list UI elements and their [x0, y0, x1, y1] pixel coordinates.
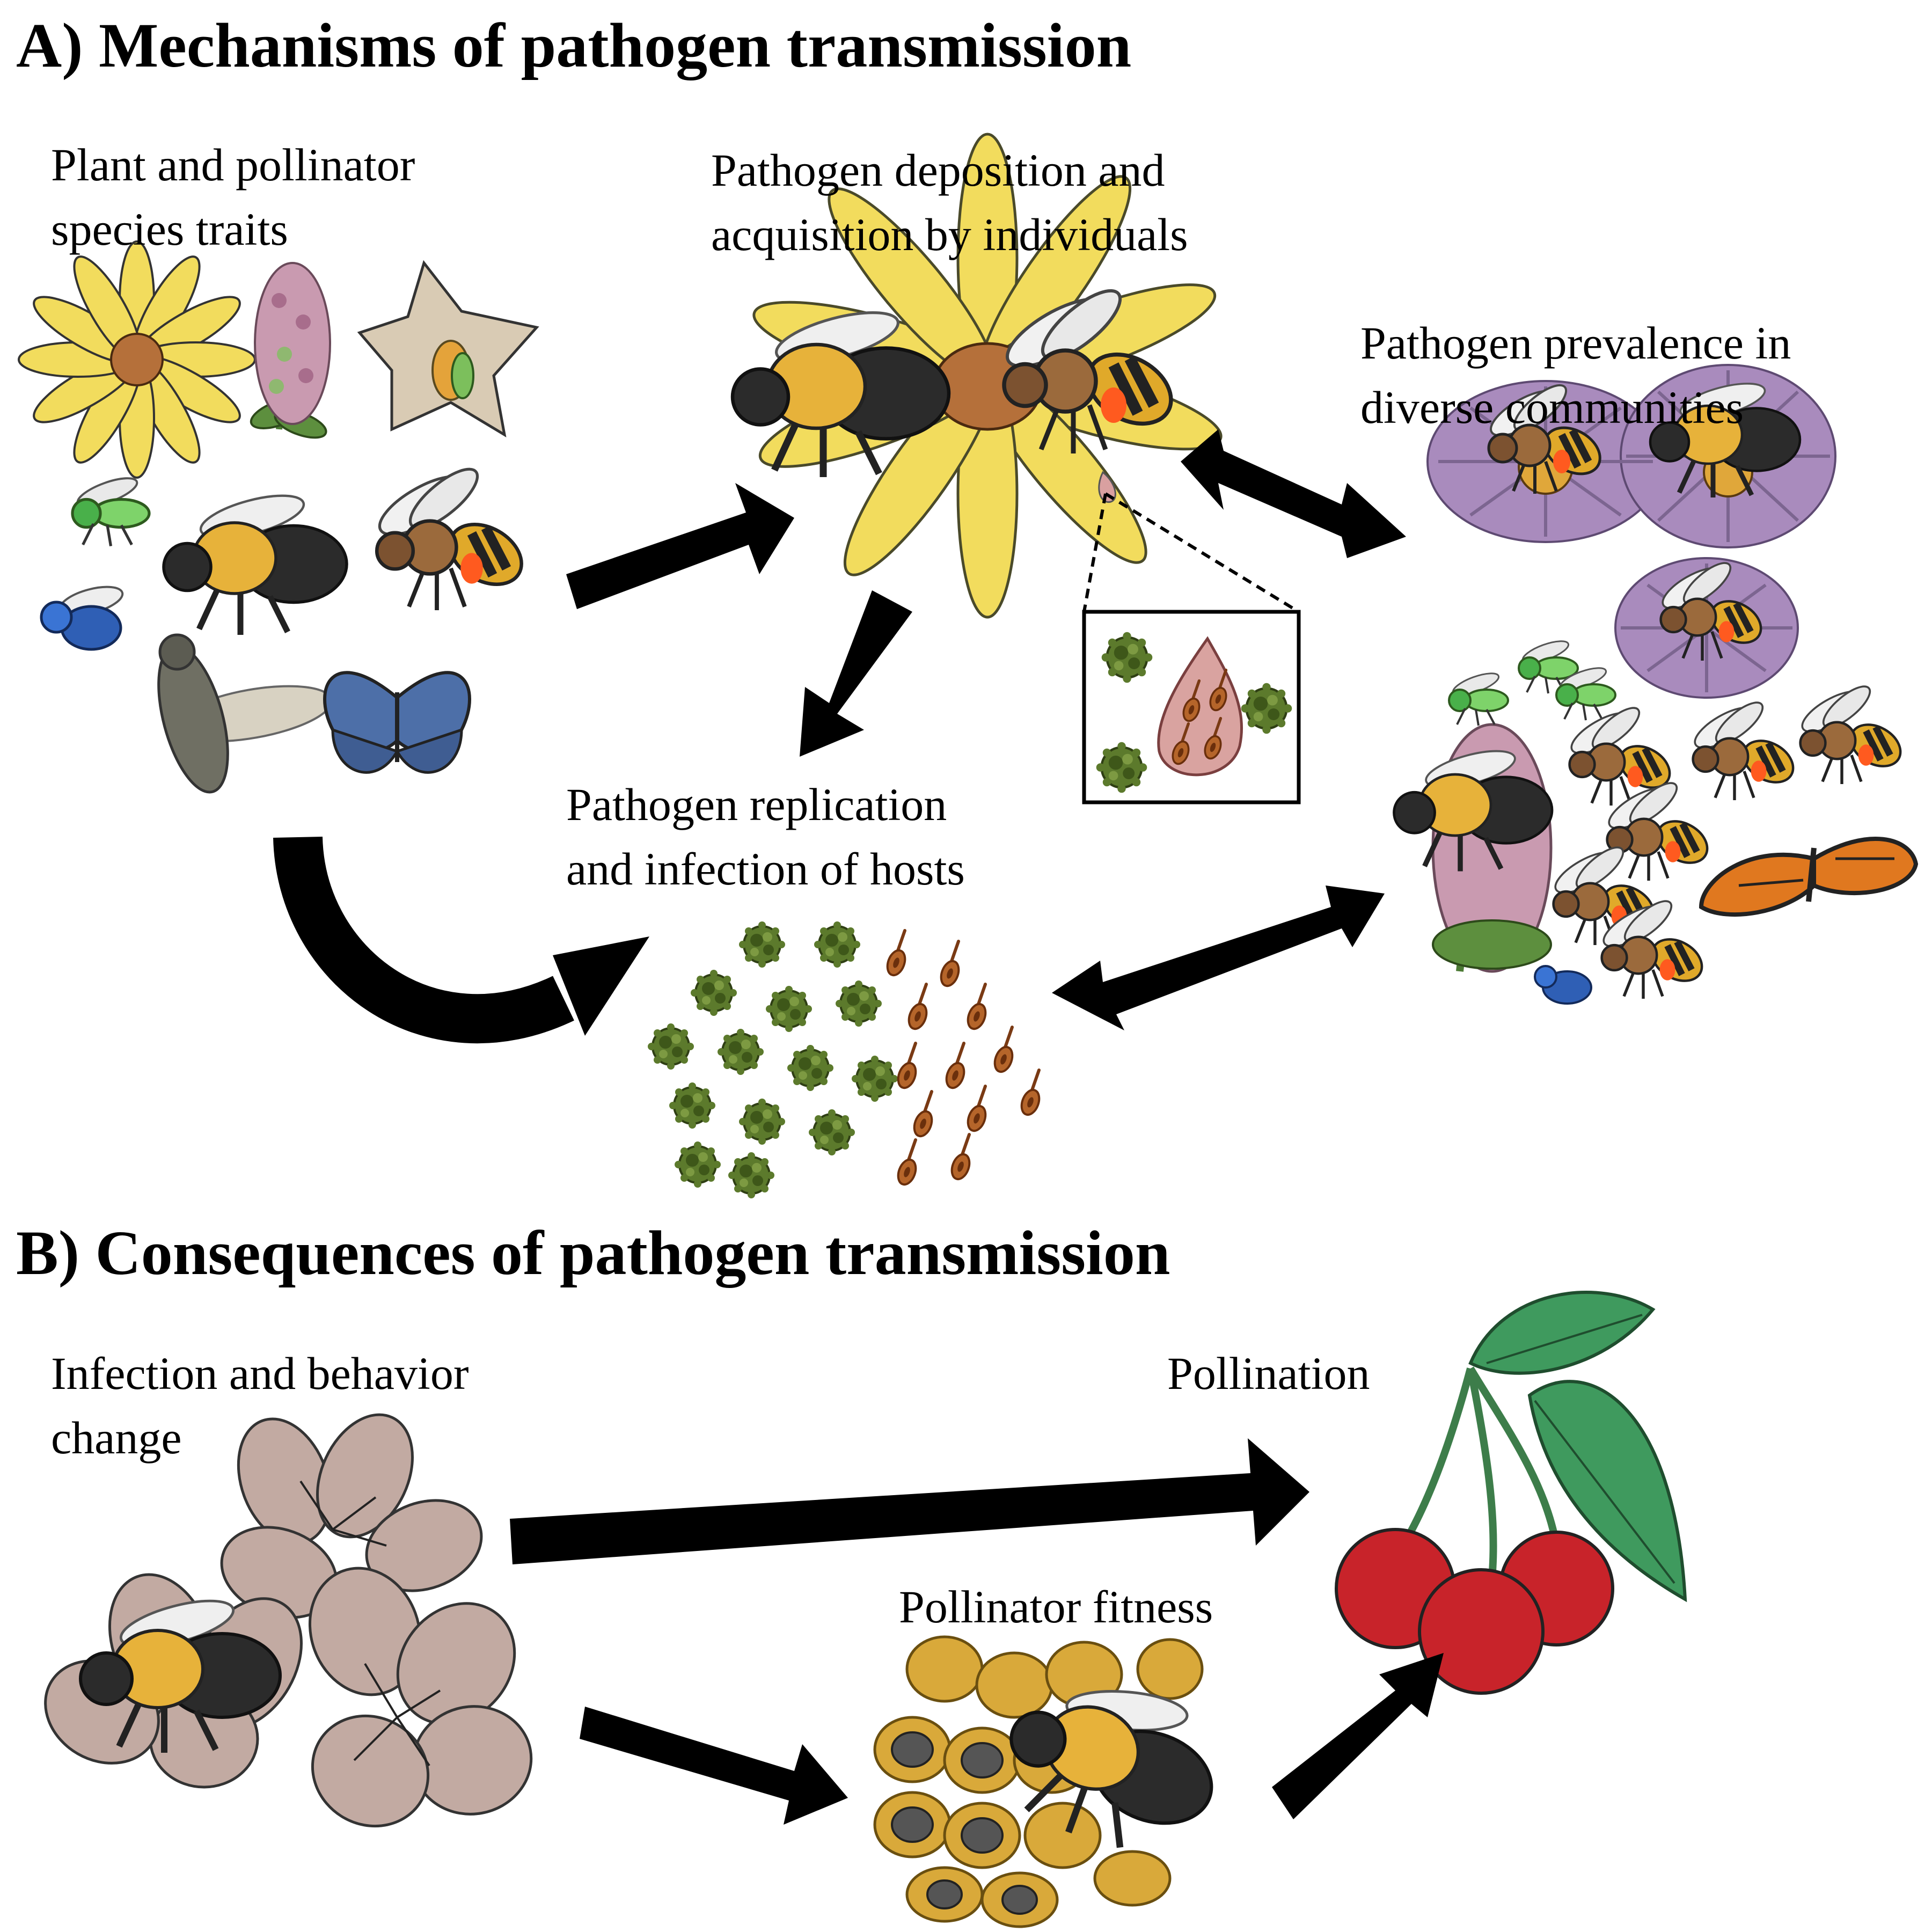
replication-label: Pathogen replication and infection of ho… — [566, 773, 965, 901]
pathogen-inset — [1082, 492, 1301, 804]
infection-label-line-1: Infection and behavior — [51, 1348, 469, 1399]
cherry-icon — [1335, 1291, 1687, 1695]
mint-flower-icon — [250, 262, 331, 439]
fitness-label-line-1: Pollinator fitness — [899, 1581, 1213, 1633]
traits-label: Plant and pollinator species traits — [51, 133, 415, 261]
arrow-infection-to-fitness — [580, 1707, 848, 1825]
moth-icon — [157, 633, 333, 794]
infection-label: Infection and behavior change — [51, 1342, 469, 1470]
deposition-label-line-2: acquisition by individuals — [711, 208, 1188, 260]
sweat-bee-icon — [72, 472, 149, 546]
blue-bee-icon — [40, 586, 124, 651]
traits-label-line-1: Plant and pollinator — [51, 139, 415, 191]
arrow-deposition-to-replication — [800, 590, 912, 757]
monarch-butterfly-icon — [1699, 837, 1919, 917]
infection-label-line-2: change — [51, 1411, 182, 1463]
sweat-bee-icon-community — [1448, 635, 1616, 727]
arrow-infection-to-pollination — [510, 1438, 1309, 1564]
mint-flower-icon-community — [1394, 723, 1553, 973]
prevalence-label-line-2: diverse communities — [1360, 381, 1744, 433]
trypanosome-icon — [884, 931, 1043, 1187]
prevalence-label: Pathogen prevalence in diverse communiti… — [1360, 311, 1791, 440]
blossom-icon — [44, 1413, 533, 1828]
deposition-label-line-1: Pathogen deposition and — [711, 144, 1165, 196]
pollination-label-line-1: Pollination — [1167, 1348, 1370, 1399]
aster-icon — [1426, 364, 1836, 699]
curved-arrow-traits-to-replication — [273, 836, 649, 1044]
honeycomb-icon — [873, 1635, 1239, 1928]
arrow-replication-prevalence — [1052, 885, 1385, 1030]
yellow-flower-icon — [18, 240, 256, 479]
star-flower-icon — [357, 260, 539, 437]
blue-bee-icon-community — [1534, 965, 1592, 1005]
section-b-title: B) Consequences of pathogen transmission — [16, 1218, 1170, 1288]
replication-label-line-1: Pathogen replication — [566, 779, 947, 830]
arrow-traits-to-deposition — [566, 483, 794, 609]
prevalence-label-line-1: Pathogen prevalence in — [1360, 317, 1791, 369]
arrow-fitness-to-pollination — [1272, 1653, 1444, 1819]
deposition-label: Pathogen deposition and acquisition by i… — [711, 138, 1188, 267]
pollination-label: Pollination — [1167, 1342, 1370, 1406]
honey-bee-icon — [371, 460, 532, 610]
arrow-deposition-prevalence — [1181, 429, 1406, 558]
traits-label-line-2: species traits — [51, 203, 288, 255]
pathogen-spore-icon — [647, 920, 899, 1199]
replication-label-line-2: and infection of hosts — [566, 843, 965, 895]
central-flower-icon — [733, 133, 1223, 619]
fitness-label: Pollinator fitness — [899, 1575, 1213, 1640]
blue-butterfly-icon — [323, 671, 471, 774]
section-a-title: A) Mechanisms of pathogen transmission — [16, 10, 1132, 80]
bumble-bee-icon — [164, 487, 347, 635]
